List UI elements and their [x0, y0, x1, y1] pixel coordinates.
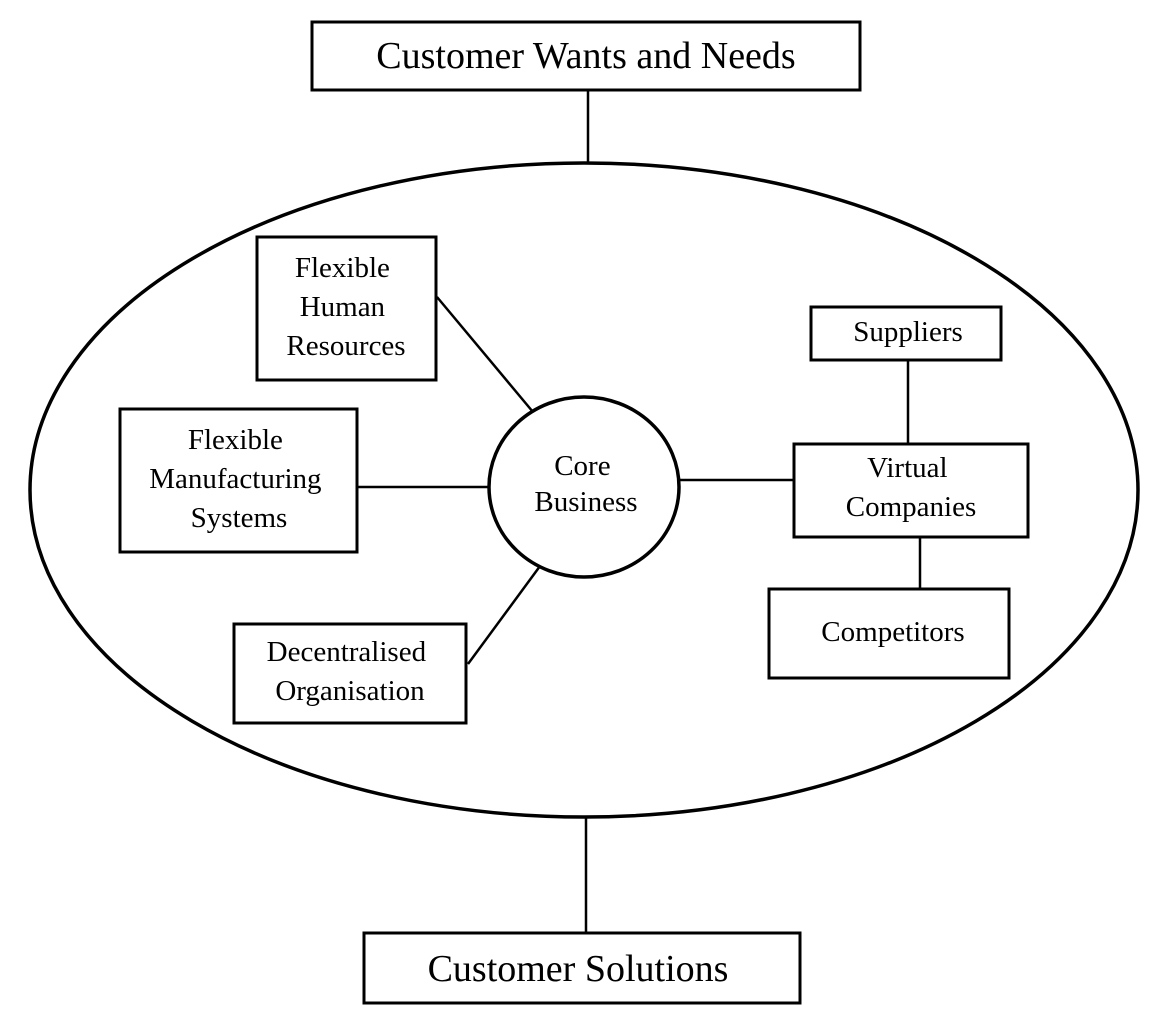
- flexible-manufacturing-box: Flexible Manufacturing Systems: [118, 407, 359, 554]
- svg-text:Flexible Manufacturing: Flexible Manufacturing Systems: [149, 424, 329, 534]
- core-business-circle: Core Business: [487, 395, 681, 579]
- customer-solutions-box: Customer Solutions: [362, 931, 802, 1005]
- svg-text:Core Business: Core Business: [534, 450, 637, 518]
- svg-text:Decentralised Organisati: Decentralised Organisation: [267, 636, 434, 707]
- competitors-label: Competitors: [821, 616, 964, 648]
- organisation-ellipse: [28, 161, 1140, 819]
- connector-hr-core: [436, 296, 534, 413]
- customer-solutions-label: Customer Solutions: [428, 948, 729, 990]
- core-business-line-2: Business: [534, 486, 637, 518]
- flexible-manufacturing-line-3: Systems: [191, 502, 288, 534]
- virtual-companies-box: Virtual Companies: [792, 442, 1030, 539]
- suppliers-label: Suppliers: [853, 316, 963, 348]
- virtual-companies-line-1: Virtual: [867, 452, 947, 484]
- svg-text:Flexible Human Res: Flexible Human Resources: [286, 252, 405, 362]
- svg-text:Virtual Companies: Virtual Companies: [846, 452, 977, 523]
- core-business-line-1: Core: [554, 450, 610, 482]
- virtual-companies-line-2: Companies: [846, 491, 977, 523]
- decentralised-line-2: Organisation: [275, 675, 425, 707]
- flexible-hr-line-1: Flexible: [295, 252, 390, 284]
- decentralised-box: Decentralised Organisation: [232, 622, 468, 725]
- decentralised-line-1: Decentralised: [267, 636, 427, 668]
- flexible-hr-line-3: Resources: [286, 330, 405, 362]
- flexible-hr-line-2: Human: [300, 291, 386, 323]
- flexible-manufacturing-line-1: Flexible: [188, 424, 283, 456]
- suppliers-box: Suppliers: [809, 305, 1003, 362]
- customer-wants-box: Customer Wants and Needs: [310, 20, 862, 92]
- connector-decentralised-core: [466, 561, 545, 665]
- flexible-hr-box: Flexible Human Resources: [255, 235, 438, 382]
- competitors-box: Competitors: [767, 587, 1011, 680]
- flexible-manufacturing-line-2: Manufacturing: [149, 463, 321, 495]
- customer-wants-label: Customer Wants and Needs: [376, 35, 795, 77]
